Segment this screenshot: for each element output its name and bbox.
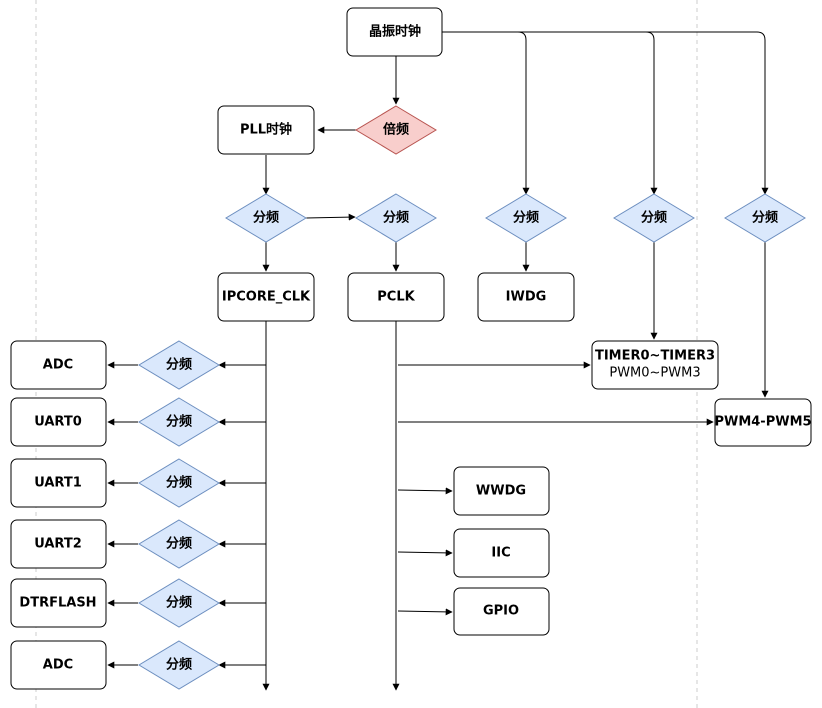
- adc1-box: [10, 340, 107, 390]
- adc2-box: [10, 640, 107, 690]
- ipcore-label: IPCORE_CLK: [222, 290, 311, 305]
- iwdg-box: [477, 272, 575, 322]
- uart1-box: [10, 458, 107, 508]
- gpio-label: GPIO: [483, 604, 519, 619]
- div-uart1-diamond: [138, 458, 220, 508]
- edge-pclk-wwdg: [397, 487, 453, 495]
- pclk-box: [347, 272, 445, 322]
- timer-label-line2: PWM0~PWM3: [609, 366, 700, 381]
- edge-pclk-iic: [397, 549, 453, 557]
- div-adc2-label: 分频: [166, 657, 192, 673]
- div-uart2-diamond: [138, 519, 220, 569]
- div-iwdg-diamond: [485, 193, 567, 243]
- uart0-label: UART0: [34, 415, 82, 430]
- pll-box: [217, 105, 315, 155]
- div-adc1-diamond: [138, 340, 220, 390]
- div-dtrflash-label: 分频: [166, 595, 192, 611]
- div-pclk-diamond: [355, 193, 437, 243]
- ipcore-box: [217, 272, 315, 322]
- iic-label: IIC: [491, 546, 510, 561]
- div-uart1-label: 分频: [166, 475, 192, 491]
- edge-crystal-pwm45-div: [442, 31, 769, 195]
- wwdg-label: WWDG: [476, 484, 526, 499]
- div-pwm45-diamond: [724, 193, 806, 243]
- iwdg-label: IWDG: [506, 290, 547, 305]
- timer-box: [591, 340, 719, 390]
- timer-label-line1: TIMER0~TIMER3: [595, 349, 715, 364]
- adc2-label: ADC: [43, 658, 73, 673]
- crystal-label: 晶振时钟: [369, 24, 421, 40]
- wwdg-box: [453, 466, 550, 516]
- edge-div-divpclk: [305, 213, 356, 221]
- pwm45-box: [714, 398, 812, 447]
- dtrflash-label: DTRFLASH: [19, 596, 96, 611]
- crystal-box: [346, 7, 443, 57]
- div-pwm45-label: 分频: [752, 210, 778, 226]
- div-timer-diamond: [613, 193, 695, 243]
- edge-crystal-timer-div: [442, 31, 658, 195]
- div-uart0-label: 分频: [166, 414, 192, 430]
- div-dtrflash-diamond: [138, 578, 220, 628]
- edges: [107, 31, 769, 691]
- div-adc2-diamond: [138, 640, 220, 690]
- div-uart0-diamond: [138, 397, 220, 447]
- uart2-box: [10, 519, 107, 569]
- pclk-label: PCLK: [377, 290, 415, 305]
- div-pll-label: 分频: [253, 210, 279, 226]
- div-iwdg-label: 分频: [513, 210, 539, 226]
- adc1-label: ADC: [43, 358, 73, 373]
- div-timer-label: 分频: [641, 210, 667, 226]
- div-uart2-label: 分频: [166, 536, 192, 552]
- div-pll-diamond: [225, 193, 307, 243]
- uart0-box: [10, 397, 107, 447]
- iic-box: [453, 528, 550, 578]
- multiply-diamond: [355, 105, 437, 155]
- gpio-box: [453, 587, 550, 636]
- uart2-label: UART2: [34, 537, 82, 552]
- pwm45-label: PWM4-PWM5: [714, 415, 811, 430]
- multiply-label: 倍频: [383, 122, 409, 138]
- edge-pclk-gpio: [397, 608, 453, 616]
- pll-label: PLL时钟: [240, 122, 292, 138]
- div-pclk-label: 分频: [383, 210, 409, 226]
- div-adc1-label: 分频: [166, 357, 192, 373]
- uart1-label: UART1: [34, 476, 82, 491]
- dtrflash-box: [10, 578, 107, 628]
- edge-crystal-iwdg-div: [442, 31, 530, 195]
